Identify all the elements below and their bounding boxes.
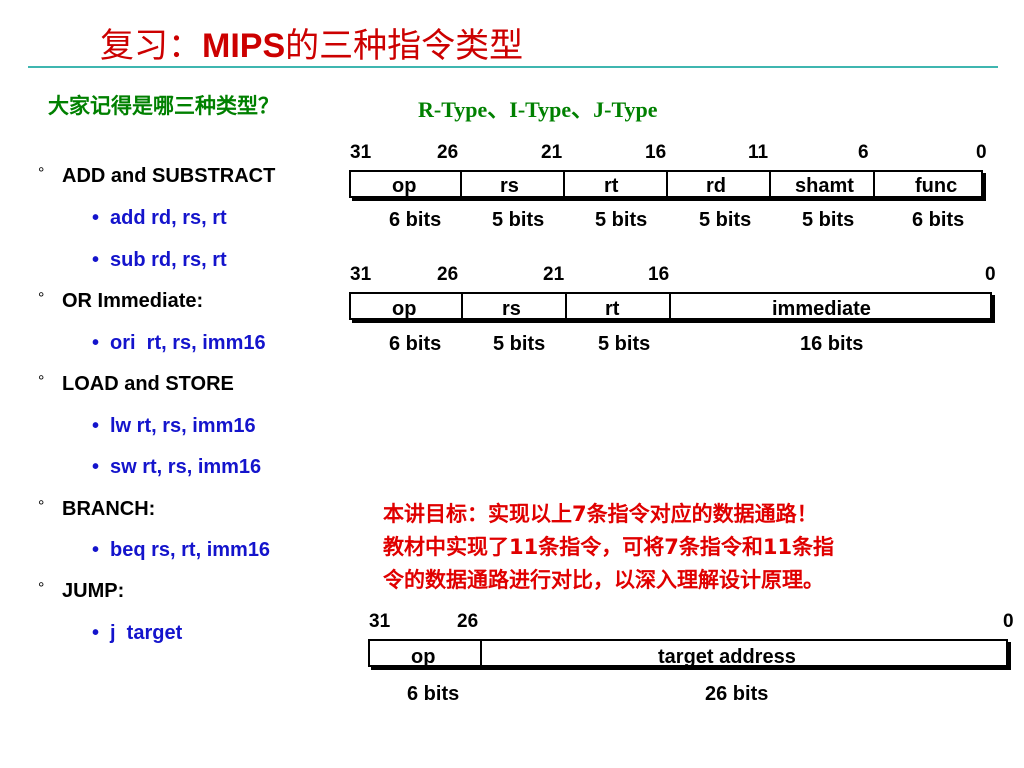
list-item: • ori rt, rs, imm16 bbox=[92, 332, 266, 355]
list-item: ° OR Immediate: bbox=[38, 290, 203, 313]
bit-position: 21 bbox=[541, 142, 563, 163]
bullet-marker: • bbox=[92, 207, 100, 229]
field-width: 5 bits bbox=[598, 333, 651, 355]
field-width: 6 bits bbox=[389, 209, 442, 231]
bullet-marker: • bbox=[92, 249, 100, 271]
bullet-marker: ° bbox=[38, 498, 45, 515]
note-line: 令的数据通路进行对比，以深入理解设计原理。 bbox=[383, 568, 824, 592]
bit-position: 0 bbox=[1003, 611, 1014, 632]
bullet-marker: • bbox=[92, 332, 100, 354]
list-item: • j target bbox=[92, 622, 182, 645]
slide-title: 复习：MIPS的三种指令类型 bbox=[100, 26, 524, 66]
bit-position: 31 bbox=[350, 142, 372, 163]
bit-position: 16 bbox=[648, 264, 670, 285]
list-item-label: LOAD and STORE bbox=[62, 373, 234, 395]
list-item: • beq rs, rt, imm16 bbox=[92, 539, 270, 562]
list-item-label: sub rd, rs, rt bbox=[110, 249, 227, 271]
field-label: rt bbox=[605, 298, 620, 320]
field-divider bbox=[873, 170, 875, 198]
list-item-label: j target bbox=[110, 622, 183, 644]
format-box bbox=[368, 639, 1008, 667]
field-divider bbox=[460, 170, 462, 198]
field-divider bbox=[480, 639, 482, 667]
bit-position: 31 bbox=[369, 611, 391, 632]
field-width: 16 bits bbox=[800, 333, 864, 355]
field-divider bbox=[565, 292, 567, 320]
list-item: ° ADD and SUBSTRACT bbox=[38, 165, 275, 188]
list-item-label: sw rt, rs, imm16 bbox=[110, 456, 262, 478]
list-item-label: ori rt, rs, imm16 bbox=[110, 332, 266, 354]
field-divider bbox=[669, 292, 671, 320]
field-label: op bbox=[392, 175, 417, 197]
field-width: 6 bits bbox=[389, 333, 442, 355]
list-item-label: ADD and SUBSTRACT bbox=[62, 165, 276, 187]
list-item-label: OR Immediate: bbox=[62, 290, 204, 312]
bit-position: 31 bbox=[350, 264, 372, 285]
bullet-marker: • bbox=[92, 622, 100, 644]
note-line: 教材中实现了11条指令，可将7条指令和11条指 bbox=[383, 535, 835, 559]
bit-position: 11 bbox=[748, 142, 769, 163]
bullet-marker: ° bbox=[38, 580, 45, 597]
bit-position: 0 bbox=[976, 142, 987, 163]
bullet-marker: ° bbox=[38, 373, 45, 390]
field-label: op bbox=[392, 298, 417, 320]
field-label: rs bbox=[502, 298, 521, 320]
lecture-goal-note: 本讲目标：实现以上7条指令对应的数据通路！ 教材中实现了11条指令，可将7条指令… bbox=[383, 498, 983, 597]
field-label: op bbox=[411, 646, 436, 668]
list-item-label: beq rs, rt, imm16 bbox=[110, 539, 271, 561]
types-answer: R-Type、I-Type、J-Type bbox=[418, 97, 658, 122]
list-item: ° LOAD and STORE bbox=[38, 373, 234, 396]
list-item-label: lw rt, rs, imm16 bbox=[110, 415, 256, 437]
list-item: ° JUMP: bbox=[38, 580, 124, 603]
field-width: 5 bits bbox=[802, 209, 855, 231]
bullet-marker: • bbox=[92, 539, 100, 561]
field-label: rt bbox=[604, 175, 619, 197]
bit-position: 26 bbox=[457, 611, 479, 632]
field-divider bbox=[563, 170, 565, 198]
title-divider bbox=[28, 66, 998, 68]
list-item: • sw rt, rs, imm16 bbox=[92, 456, 261, 479]
field-width: 6 bits bbox=[912, 209, 965, 231]
field-width: 26 bits bbox=[705, 683, 769, 705]
field-label: target address bbox=[658, 646, 796, 668]
field-width: 5 bits bbox=[493, 333, 546, 355]
field-label: rd bbox=[706, 175, 726, 197]
field-divider bbox=[666, 170, 668, 198]
field-width: 5 bits bbox=[492, 209, 545, 231]
bit-position: 6 bbox=[858, 142, 869, 163]
list-item: • sub rd, rs, rt bbox=[92, 249, 227, 272]
field-width: 5 bits bbox=[699, 209, 752, 231]
question-text: 大家记得是哪三种类型？ bbox=[48, 94, 279, 118]
field-label: func bbox=[915, 175, 958, 197]
bullet-marker: • bbox=[92, 456, 100, 478]
list-item-label: add rd, rs, rt bbox=[110, 207, 227, 229]
field-label: shamt bbox=[795, 175, 854, 197]
bit-position: 26 bbox=[437, 264, 459, 285]
field-label: immediate bbox=[772, 298, 871, 320]
bullet-marker: • bbox=[92, 415, 100, 437]
note-line: 本讲目标：实现以上7条指令对应的数据通路！ bbox=[383, 502, 818, 526]
bit-position: 16 bbox=[645, 142, 667, 163]
field-divider bbox=[461, 292, 463, 320]
list-item: • lw rt, rs, imm16 bbox=[92, 415, 256, 438]
bit-position: 26 bbox=[437, 142, 459, 163]
list-item-label: BRANCH: bbox=[62, 498, 156, 520]
field-label: rs bbox=[500, 175, 519, 197]
list-item: • add rd, rs, rt bbox=[92, 207, 227, 230]
bullet-marker: ° bbox=[38, 290, 45, 307]
list-item: ° BRANCH: bbox=[38, 498, 155, 521]
bullet-marker: ° bbox=[38, 165, 45, 182]
bit-position: 21 bbox=[543, 264, 565, 285]
list-item-label: JUMP: bbox=[62, 580, 125, 602]
field-width: 5 bits bbox=[595, 209, 648, 231]
bit-position: 0 bbox=[985, 264, 996, 285]
field-width: 6 bits bbox=[407, 683, 460, 705]
field-divider bbox=[769, 170, 771, 198]
